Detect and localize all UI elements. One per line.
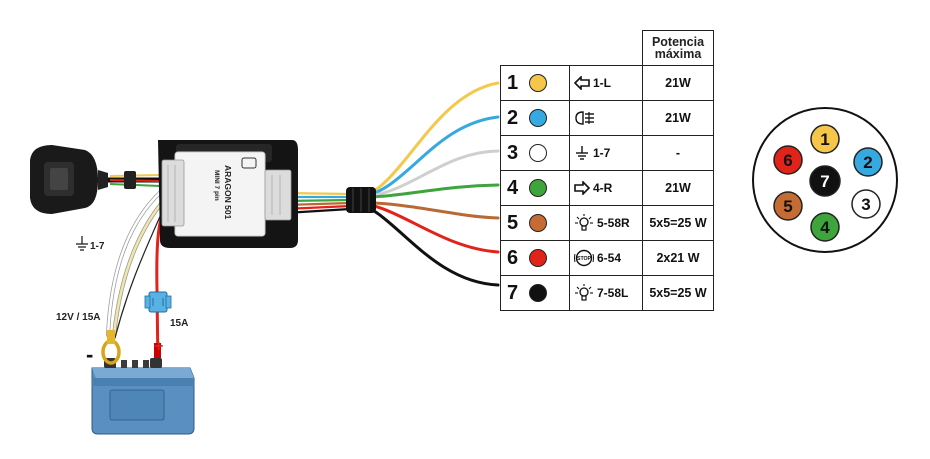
pin-function-cell: 1-7 (569, 135, 643, 171)
right-arrow-icon (574, 181, 590, 195)
lamp-icon (574, 283, 594, 303)
pin-code: 7-58L (597, 286, 629, 300)
socket-pin (851, 189, 881, 219)
socket-pin (809, 165, 841, 197)
pin-row: 1 1-L 21W (500, 65, 714, 101)
pin-number-cell: 1 (500, 65, 570, 101)
wire-yellow (353, 81, 500, 200)
pin-row: 3 1-7 - (500, 135, 714, 171)
socket-pin-label: 3 (861, 195, 870, 214)
pin-code: 1-7 (593, 146, 611, 160)
pin-number: 1 (507, 71, 519, 94)
power-header-line2: máxima (654, 47, 702, 61)
socket-pin-label: 2 (863, 153, 872, 172)
pin-number: 2 (507, 106, 519, 129)
socket-pin-label: 4 (820, 218, 830, 237)
ground-label: 1-7 (76, 236, 105, 252)
pin-number-cell: 4 (500, 170, 570, 206)
pin-number: 4 (507, 176, 519, 199)
pin-number-cell: 2 (500, 100, 570, 136)
pin-number-cell: 5 (500, 205, 570, 241)
socket-pin-label: 6 (783, 151, 792, 170)
fuse-rating: 15A (170, 318, 188, 329)
pin-number: 3 (507, 141, 519, 164)
stop-icon: STOP (574, 249, 594, 267)
pin-color-dot (529, 74, 547, 92)
pin-function-cell: 5-58R (569, 205, 643, 241)
harness-wires (353, 81, 500, 287)
power-header: Potencia máxima (642, 30, 714, 66)
socket-pin (773, 145, 803, 175)
socket-pin-label: 7 (820, 172, 829, 191)
svg-text:STOP: STOP (577, 256, 592, 262)
pin-code: 6-54 (597, 251, 622, 265)
fuse: 15A (144, 291, 188, 329)
trailer-plug (30, 145, 136, 214)
pin-power: 5x5=25 W (642, 275, 714, 311)
socket-diagram: 1 2 3 4 5 6 7 (752, 107, 898, 253)
wire-black (353, 200, 500, 287)
pin-color-dot (529, 284, 547, 302)
pin-function-cell: 4-R (569, 170, 643, 206)
pin-number: 6 (507, 246, 519, 269)
pin-function-cell: 1-L (569, 65, 643, 101)
socket-pin-label: 1 (820, 130, 829, 149)
pin-row: 6 STOP 6-54 2x21 W (500, 240, 714, 276)
left-arrow-icon (574, 76, 590, 90)
pin-color-dot (529, 109, 547, 127)
ground-icon (574, 145, 590, 161)
plus-sign: + (154, 338, 163, 355)
pin-code: 4-R (593, 181, 613, 195)
pin-power: 21W (642, 65, 714, 101)
pin-function-cell: STOP 6-54 (569, 240, 643, 276)
pin-power: - (642, 135, 714, 171)
socket-pin (853, 147, 883, 177)
pin-row: 2 21W (500, 100, 714, 136)
power-header-line1: Potencia (651, 35, 705, 49)
control-module: ARAGON 501 MINI 7 pin (158, 140, 298, 248)
minus-sign: - (86, 342, 93, 367)
pin-color-dot (529, 249, 547, 267)
pin-function-cell (569, 100, 643, 136)
battery: - + (86, 330, 195, 435)
pin-power: 5x5=25 W (642, 205, 714, 241)
pin-color-dot (529, 214, 547, 232)
lamp-icon (574, 213, 594, 233)
pin-row: 4 4-R 21W (500, 170, 714, 206)
ground-code: 1-7 (90, 241, 105, 252)
pin-number-cell: 7 (500, 275, 570, 311)
battery-rating: 12V / 15A (56, 312, 100, 323)
pin-code: 1-L (593, 76, 611, 90)
socket-pin (810, 124, 840, 154)
pin-power: 21W (642, 170, 714, 206)
wire-loom (346, 187, 376, 213)
socket-pin-label: 5 (783, 197, 792, 216)
pin-function-cell: 7-58L (569, 275, 643, 311)
pin-power: 21W (642, 100, 714, 136)
pin-number-cell: 3 (500, 135, 570, 171)
socket-pin (773, 191, 803, 221)
pin-code: 5-58R (597, 216, 630, 230)
pin-number: 7 (507, 281, 519, 304)
module-brand: ARAGON 501 (223, 165, 233, 220)
pin-power: 2x21 W (642, 240, 714, 276)
pin-row: 5 5-58R 5x5=25 W (500, 205, 714, 241)
module-model: MINI 7 pin (213, 170, 220, 201)
pin-color-dot (529, 179, 547, 197)
pin-row: 7 7-58L 5x5=25 W (500, 275, 714, 311)
pin-number: 5 (507, 211, 519, 234)
pin-number-cell: 6 (500, 240, 570, 276)
socket-pin (810, 212, 840, 242)
wire-brown (353, 200, 500, 220)
pin-color-dot (529, 144, 547, 162)
fog-lamp-icon (574, 110, 596, 126)
